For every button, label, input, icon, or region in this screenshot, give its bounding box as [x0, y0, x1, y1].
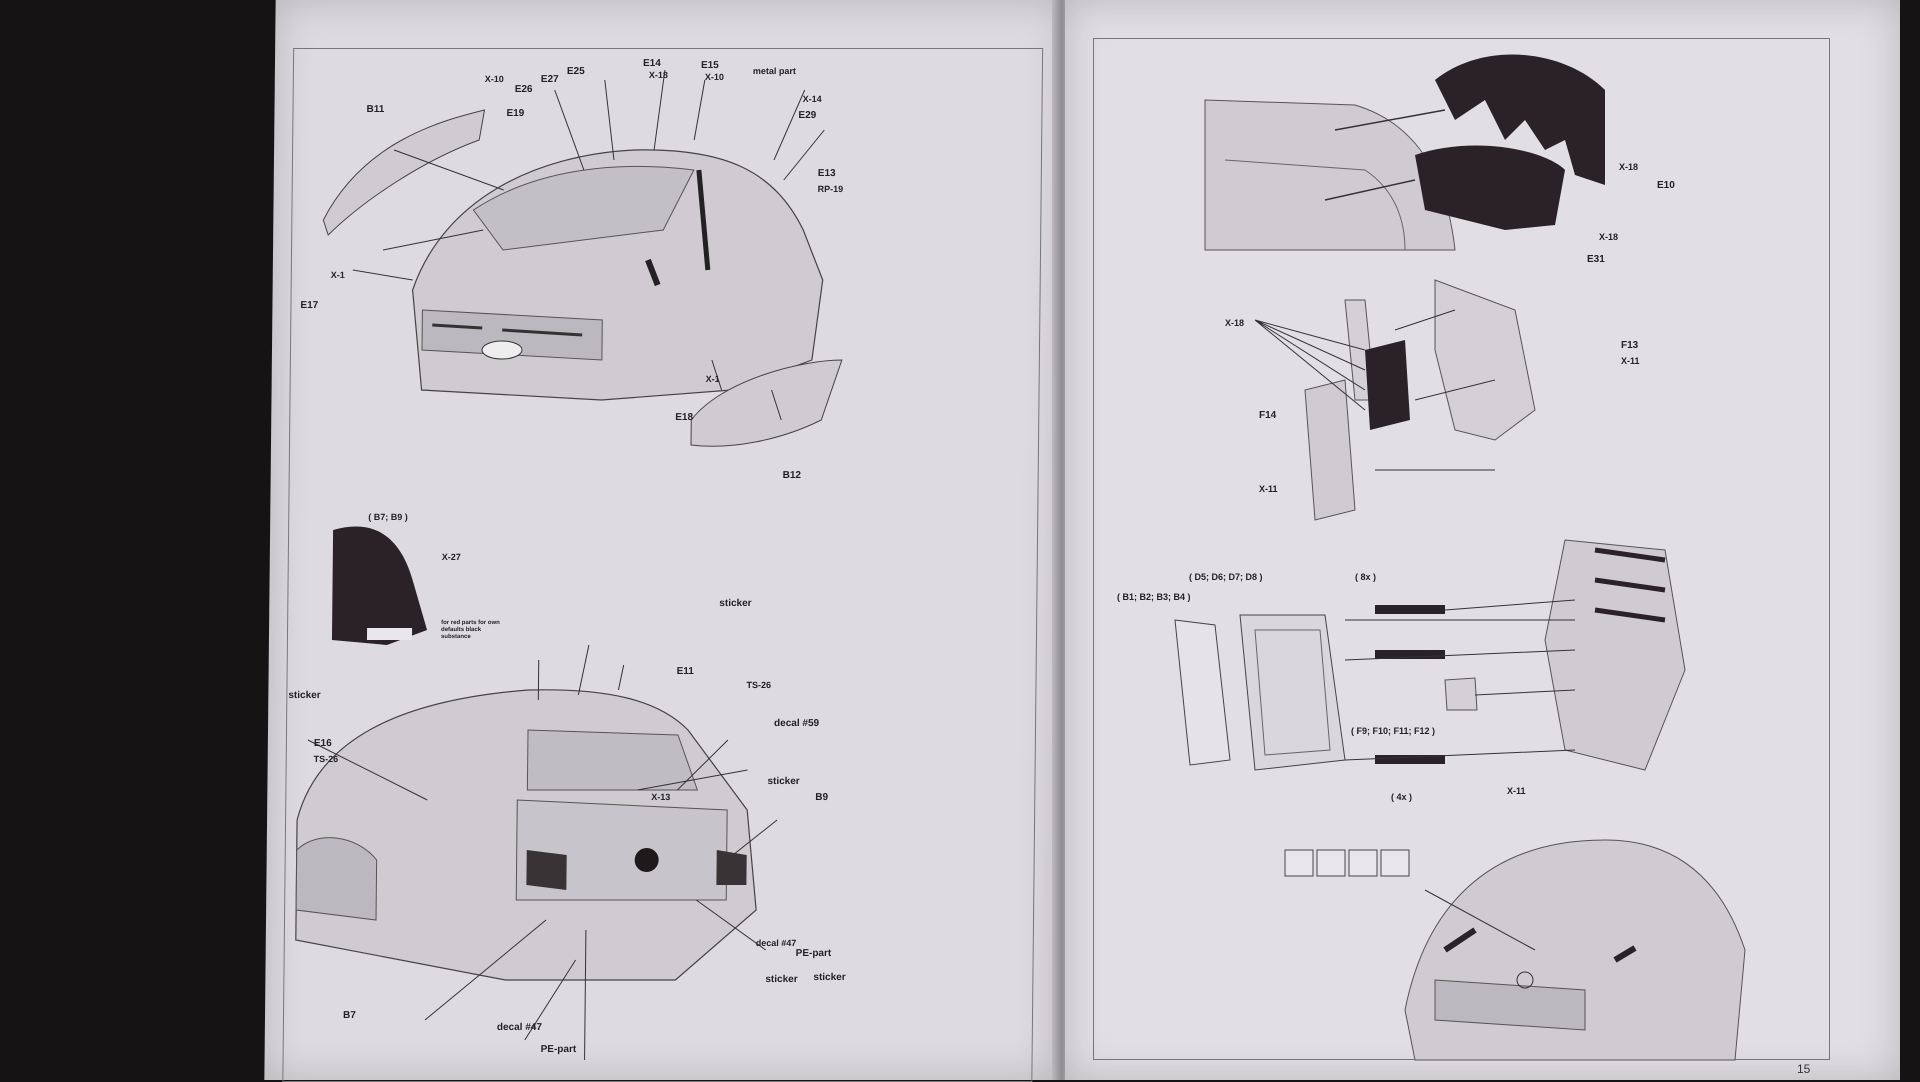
- label-sticker2: sticker: [288, 690, 321, 701]
- label-metal-part: metal part: [752, 66, 796, 76]
- label-f-ref: ( F9; F10; F11; F12 ): [1351, 726, 1436, 736]
- label-x18a: X-18: [648, 70, 668, 80]
- label-e29: E29: [798, 110, 817, 121]
- label-e15: E15: [700, 60, 719, 71]
- label-b9: B9: [815, 792, 829, 803]
- label-count4: ( 4x ): [1391, 792, 1413, 802]
- label-count8: ( 8x ): [1355, 572, 1377, 582]
- label-x11a: X-11: [1621, 356, 1640, 366]
- label-x18a-right: X-18: [1619, 162, 1639, 172]
- label-b7: B7: [342, 1010, 356, 1021]
- label-x10a: X-10: [484, 74, 504, 84]
- label-x13: X-13: [651, 792, 671, 802]
- light-pod-illustration: [1174, 539, 1686, 771]
- right-page: X-18 E10 X-18 E31 X-18 F13 X-11 F14 X-11…: [1065, 0, 1900, 1080]
- label-sticker5: sticker: [813, 972, 846, 983]
- label-e25: E25: [566, 66, 585, 77]
- car-with-lights-illustration: [1284, 839, 1746, 1061]
- label-x14: X-14: [802, 94, 822, 104]
- window-ref: ( B7; B9 ): [368, 512, 408, 522]
- page-number: 15: [1797, 1062, 1811, 1076]
- label-sticker4: sticker: [765, 974, 798, 985]
- label-e17: E17: [300, 300, 319, 311]
- left-page: B11 X-10 E26 E27 E25 E19 E14 X-18 E15 X-…: [264, 0, 1066, 1082]
- label-x10b: X-10: [704, 72, 724, 82]
- label-rp: RP-19: [817, 184, 844, 194]
- label-decal47a: decal #47: [755, 938, 797, 948]
- label-sticker1: sticker: [719, 598, 752, 609]
- label-x11-light: X-11: [1507, 786, 1526, 796]
- label-e31: E31: [1587, 254, 1605, 265]
- window-x: X-27: [441, 552, 461, 562]
- roof-illustration: [1204, 54, 1605, 251]
- label-decal59: decal #59: [774, 718, 820, 729]
- label-e19: E19: [506, 108, 525, 119]
- label-x18b-right: X-18: [1599, 232, 1619, 242]
- label-decal47b: decal #47: [496, 1022, 542, 1033]
- label-b12: B12: [782, 470, 802, 481]
- label-e14: E14: [642, 58, 661, 69]
- label-e10: E10: [1657, 180, 1675, 191]
- roll-cage-illustration: [1254, 279, 1536, 521]
- label-sticker3: sticker: [767, 776, 800, 787]
- car-front-illustration: [322, 69, 843, 447]
- label-f14: F14: [1259, 410, 1277, 421]
- label-d-ref: ( D5; D6; D7; D8 ): [1189, 572, 1263, 582]
- label-x18-mid: X-18: [1225, 318, 1245, 328]
- label-b-ref: ( B1; B2; B3; B4 ): [1117, 592, 1191, 602]
- label-e11: E11: [676, 666, 694, 677]
- label-e26: E26: [514, 84, 533, 95]
- label-x1a: X-1: [330, 270, 345, 280]
- label-x11b: X-11: [1259, 484, 1278, 494]
- label-e27: E27: [540, 74, 559, 85]
- label-b11: B11: [366, 104, 385, 115]
- label-pe1: PE-part: [795, 948, 832, 959]
- label-e16: E16: [313, 738, 332, 749]
- window-part-illustration: [331, 526, 428, 645]
- label-ts: TS-26: [746, 680, 772, 690]
- window-note: for red parts for own defaults black sub…: [440, 620, 500, 640]
- label-e18: E18: [675, 412, 694, 423]
- label-ts2: TS-26: [313, 754, 339, 764]
- label-pe2: PE-part: [540, 1044, 577, 1055]
- label-e13: E13: [817, 168, 836, 179]
- car-rear-illustration: [295, 644, 778, 1060]
- label-x1b: X-1: [705, 374, 720, 384]
- label-f13: F13: [1621, 340, 1639, 351]
